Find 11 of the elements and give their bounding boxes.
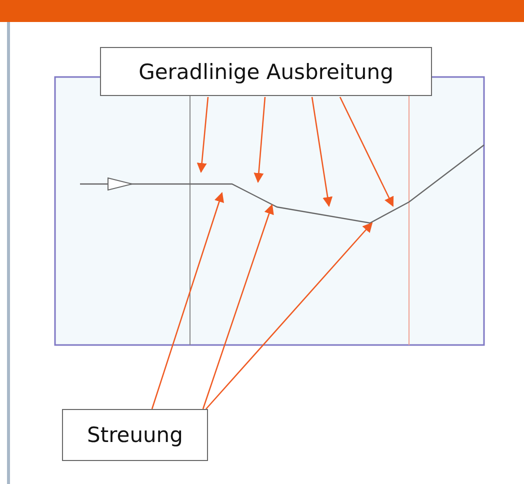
leader-arrow	[254, 96, 266, 183]
leader-arrow	[196, 96, 209, 173]
leader-arrow	[151, 192, 224, 410]
label-box	[100, 47, 432, 96]
label-text: Geradlinige Ausbreitung	[138, 60, 394, 84]
label-text: Streuung	[87, 423, 183, 447]
label-box	[62, 409, 208, 461]
leader-arrow	[202, 204, 274, 410]
leader-arrow	[339, 96, 394, 207]
leader-arrow	[311, 96, 333, 207]
leader-arrow	[206, 222, 373, 410]
